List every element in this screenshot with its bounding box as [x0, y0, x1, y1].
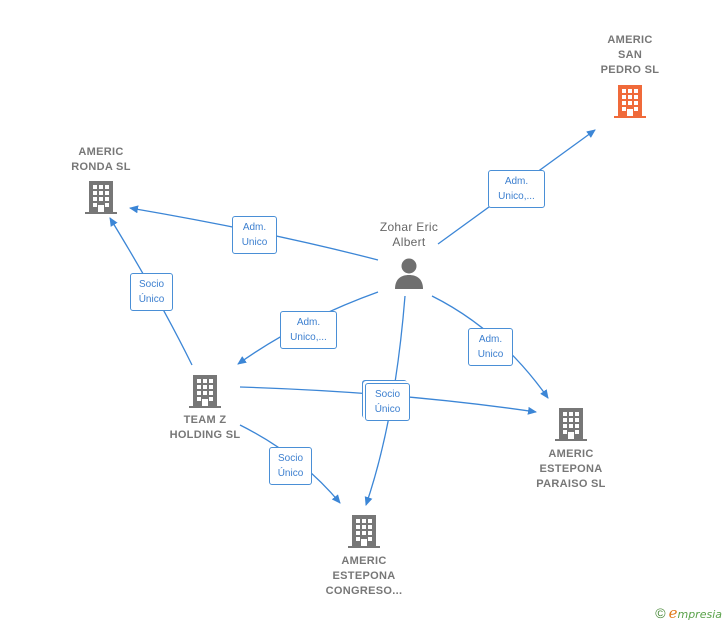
building-icon	[555, 408, 587, 441]
edge-label-zohar-paraiso[interactable]: Adm. Unico	[468, 328, 513, 366]
node-label: TEAM Z HOLDING SL	[169, 414, 241, 441]
edge-label-zohar-san-pedro[interactable]: Adm. Unico,...	[488, 170, 545, 208]
person-icon	[395, 258, 423, 289]
building-icon	[189, 375, 221, 408]
edge-label-team-ronda[interactable]: Socio Único	[130, 273, 173, 311]
empresia-logo-text: mpresia	[677, 608, 722, 621]
node-label: AMERIC RONDA SL	[71, 146, 131, 173]
edge-label-team-congreso[interactable]: Socio Único	[269, 447, 312, 485]
empresia-logo-e: e	[668, 604, 678, 622]
node-label: AMERIC ESTEPONA PARAISO SL	[536, 448, 606, 490]
edge-label-zohar-team[interactable]: Adm. Unico,...	[280, 311, 337, 349]
node-label: AMERIC ESTEPONA CONGRESO...	[325, 555, 403, 597]
building-icon	[614, 85, 646, 118]
node-label: AMERIC SAN PEDRO SL	[600, 34, 660, 76]
building-icon	[348, 515, 380, 548]
edge-label-zohar-ronda[interactable]: Adm. Unico	[232, 216, 277, 254]
empresia-brand[interactable]: ©empresia	[655, 604, 722, 622]
node-label: Zohar Eric Albert	[379, 220, 439, 249]
copyright-icon: ©	[655, 605, 666, 621]
edge-label-socio-unico-center[interactable]: Socio Único	[365, 383, 410, 421]
building-icon	[85, 181, 117, 214]
